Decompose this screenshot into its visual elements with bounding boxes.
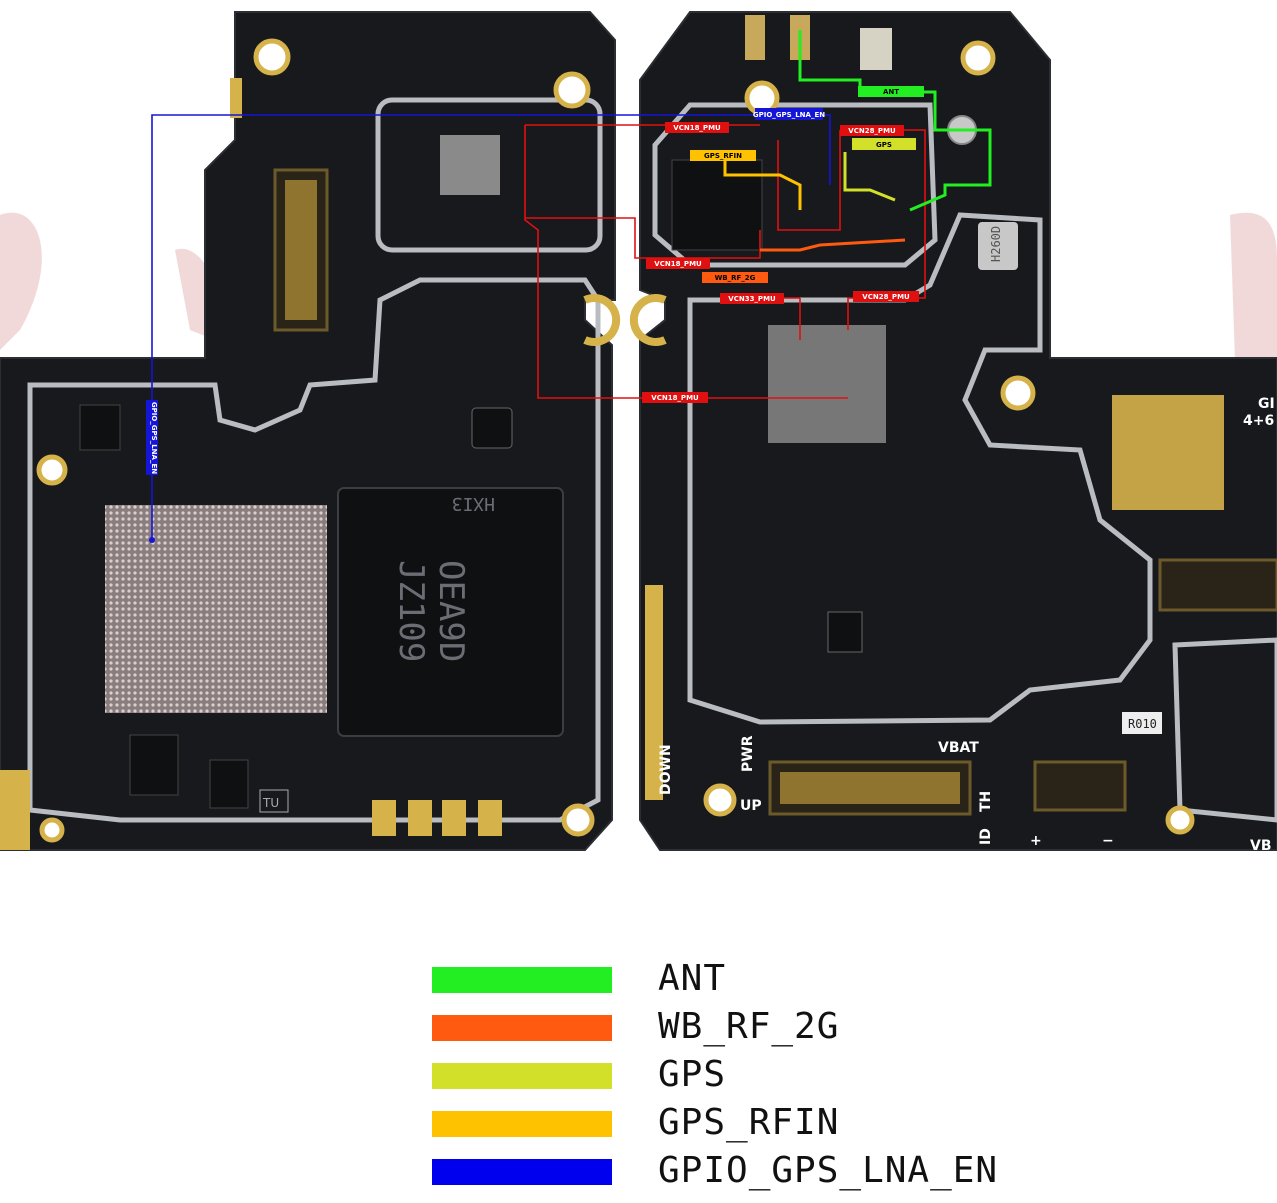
label-minus: −: [1102, 833, 1114, 849]
legend-swatch-gps-rfin: [432, 1111, 612, 1137]
osc-label: H260D: [989, 226, 1003, 262]
legend-item-gps-rfin: GPS_RFIN: [432, 1102, 1072, 1154]
tag-vcn18-a: VCN18_PMU: [673, 124, 721, 132]
chip-code-text-2: JZ109: [391, 560, 431, 662]
label-down: DOWN: [658, 744, 674, 795]
legend-swatch-ant: [432, 967, 612, 993]
legend-swatch-gpio: [432, 1159, 612, 1185]
label-plus: +: [1030, 833, 1042, 849]
left-board: HXI3 OEA9D JZ109 TU: [0, 11, 621, 851]
net-tags: ANT GPS GPS_RFIN WB_RF_2G GPIO_GPS_LNA_E…: [146, 86, 924, 475]
ic-tu-label: TU: [262, 796, 279, 810]
legend: ANT WB_RF_2G GPS GPS_RFIN GPIO_GPS_LNA_E…: [432, 958, 1072, 1202]
legend-label-gpio: GPIO_GPS_LNA_EN: [658, 1150, 999, 1191]
label-up: UP: [740, 798, 762, 814]
label-pwr: PWR: [740, 735, 756, 772]
tag-gpio: GPIO_GPS_LNA_EN: [753, 111, 825, 119]
tag-vcn18-b: VCN18_PMU: [654, 260, 702, 268]
legend-swatch-wb-rf-2g: [432, 1015, 612, 1041]
legend-item-ant: ANT: [432, 958, 1072, 1010]
tag-vcn28-b: VCN28_PMU: [862, 293, 910, 301]
tag-gps: GPS: [876, 141, 892, 149]
legend-label-gps-rfin: GPS_RFIN: [658, 1102, 840, 1143]
chip-code-text: OEA9D: [431, 560, 471, 662]
tag-vcn28-a: VCN28_PMU: [848, 127, 896, 135]
legend-item-wb-rf-2g: WB_RF_2G: [432, 1006, 1072, 1058]
pcb-schematic: HXI3 OEA9D JZ109 TU: [0, 11, 1277, 854]
legend-label-gps: GPS: [658, 1054, 727, 1095]
tag-vcn18-c: VCN18_PMU: [651, 394, 699, 402]
label-id: ID: [978, 828, 994, 845]
tag-wb-rf-2g: WB_RF_2G: [715, 274, 756, 282]
tag-vcn33: VCN33_PMU: [728, 295, 776, 303]
label-vb: VB: [1250, 838, 1272, 854]
legend-label-ant: ANT: [658, 958, 727, 999]
tag-gps-rfin: GPS_RFIN: [704, 152, 742, 160]
legend-item-gpio: GPIO_GPS_LNA_EN: [432, 1150, 1072, 1202]
right-board: H260D R010 DOWN PWR UP VBAT TH: [629, 11, 1277, 854]
legend-item-gps: GPS: [432, 1054, 1072, 1106]
chip-top-text: HXI3: [452, 493, 495, 514]
r010-label: R010: [1128, 717, 1157, 731]
tag-ant: ANT: [883, 88, 899, 96]
label-4plus6: 4+6: [1243, 413, 1274, 429]
legend-swatch-gps: [432, 1063, 612, 1089]
label-vbat: VBAT: [938, 740, 979, 756]
label-th: TH: [978, 791, 994, 812]
legend-label-wb-rf-2g: WB_RF_2G: [658, 1006, 840, 1047]
label-gi: GI: [1258, 396, 1275, 412]
tag-gpio-vertical: GPIO_GPS_LNA_EN: [150, 402, 158, 474]
